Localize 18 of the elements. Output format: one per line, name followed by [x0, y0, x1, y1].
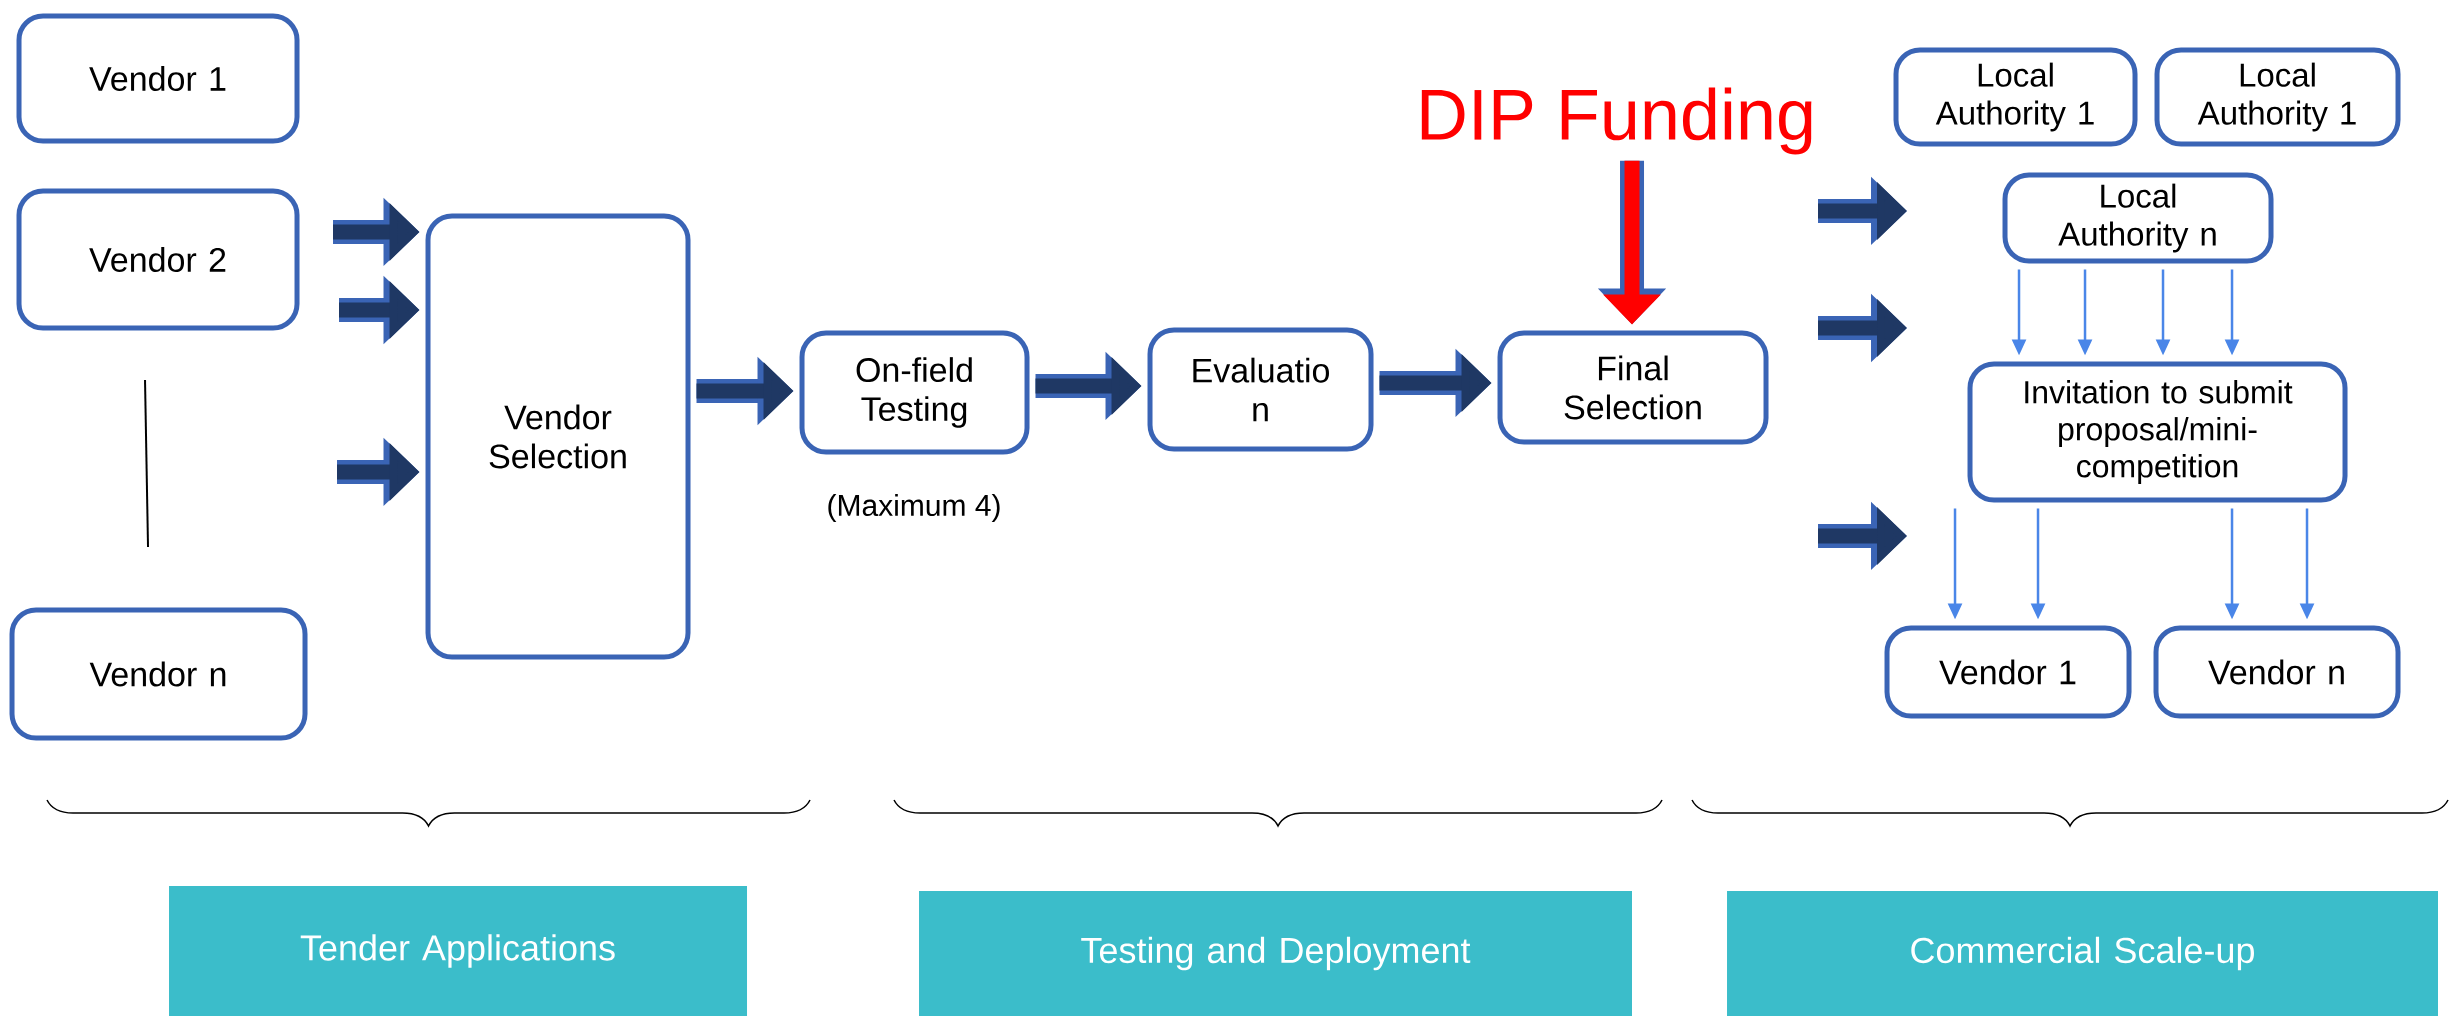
phase-band: Testing and Deployment [919, 891, 1632, 1016]
process-box: On-field Testing [799, 330, 1030, 455]
process-box: Local Authority 1 [2154, 47, 2401, 147]
note-text: (Maximum 4) [828, 494, 1000, 522]
process-box: Local Authority n [2002, 172, 2274, 264]
phase-band: Commercial Scale-up [1727, 891, 2438, 1016]
process-box: Evaluatio n [1147, 327, 1374, 452]
funding-label: DIP Funding [1421, 87, 1812, 155]
process-box: Local Authority 1 [1893, 47, 2138, 147]
process-box: Vendor Selection [425, 213, 691, 660]
process-box: Vendor 1 [1884, 625, 2132, 719]
process-box: Invitation to submit proposal/mini-competition [1967, 361, 2348, 503]
process-box: Vendor 2 [16, 188, 300, 331]
process-box: Vendor n [9, 607, 308, 741]
process-box: Vendor n [2153, 625, 2401, 719]
phase-band: Tender Applications [169, 886, 747, 1016]
process-box: Vendor 1 [16, 13, 300, 144]
process-box: Final Selection [1497, 330, 1769, 445]
